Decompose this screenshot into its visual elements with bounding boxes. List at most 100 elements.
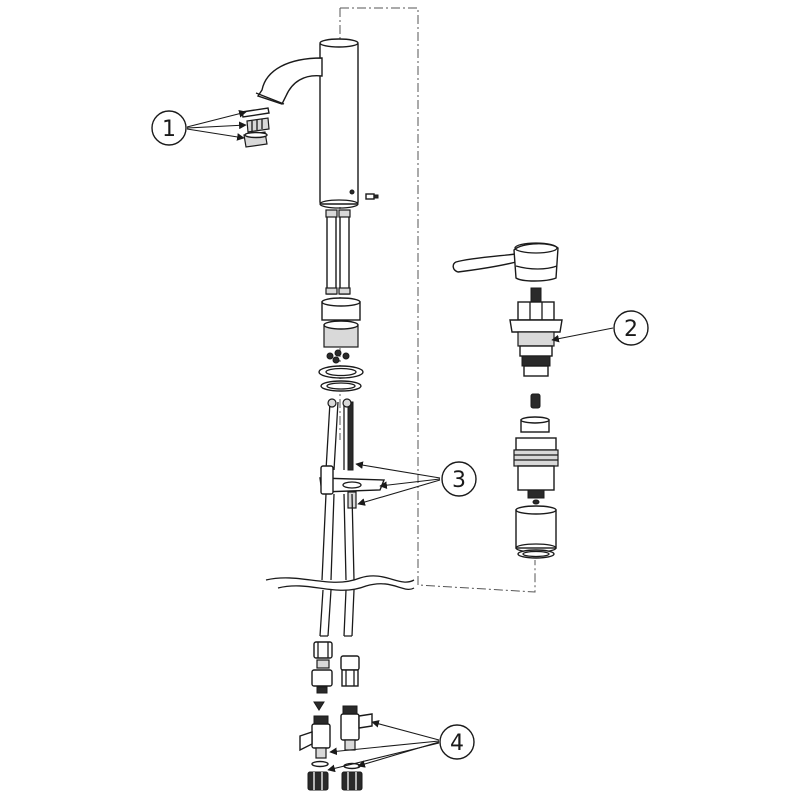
hose-left-upper	[325, 401, 339, 471]
callout-4-circle	[439, 724, 475, 760]
aerator-set	[241, 107, 270, 148]
connector-body-left	[311, 669, 333, 687]
callout-3-circle	[441, 461, 477, 497]
spout-tubes	[325, 209, 351, 295]
callout-3: 3	[441, 461, 477, 497]
body-thread-lines	[514, 454, 558, 461]
valve-body-parts	[513, 393, 559, 505]
connector-nut-left-flats	[317, 642, 329, 658]
callout-1: 1	[151, 110, 187, 146]
hose-connectors	[311, 641, 360, 711]
valve-right-top	[342, 705, 358, 715]
base-parts	[318, 297, 364, 392]
callout-1-label: 1	[162, 117, 176, 142]
base-gasket-inner	[325, 367, 357, 377]
valve-left-adapter	[307, 771, 329, 791]
cartridge-upper-body	[517, 331, 555, 347]
valve-left-outlet	[315, 747, 327, 759]
aerator-insert-ribs	[251, 119, 263, 131]
valve-right-handle	[358, 713, 373, 729]
hose-right-mid	[343, 493, 355, 581]
filter-strainer	[313, 701, 325, 711]
outer-sleeve	[515, 509, 557, 549]
base-screw	[334, 349, 342, 357]
connector-olive-left	[316, 659, 330, 669]
cartridge-seal	[521, 355, 551, 367]
spout-tube-right	[339, 211, 350, 295]
spout-body	[319, 41, 359, 205]
base-o-ring-inner	[326, 382, 356, 390]
lever-hub	[513, 243, 559, 282]
valve-left-handle	[299, 731, 313, 752]
cartridge-flange	[509, 319, 563, 333]
base-screw	[342, 352, 350, 360]
connector-tail-left	[316, 686, 328, 694]
connector-nut-left	[313, 641, 333, 659]
set-screw-head	[373, 194, 379, 199]
lever-arm	[452, 253, 517, 273]
supply-hoses	[265, 398, 415, 637]
callout-3-label: 3	[452, 468, 466, 493]
spout-arm	[256, 57, 323, 105]
threaded-rod	[347, 401, 354, 471]
aerator-housing-top	[244, 131, 268, 139]
base-collar-top	[321, 297, 361, 307]
body-top-ring	[515, 437, 557, 451]
leader-3b	[379, 478, 441, 490]
spout-outlet-edge	[255, 92, 285, 105]
body-outlet	[527, 489, 545, 499]
lever-hub-top	[514, 242, 558, 254]
sleeve-o-ring-inner	[522, 550, 550, 558]
hose-left-tip	[327, 398, 337, 408]
thermostatic-cartridge	[509, 287, 563, 377]
hose-right-lower	[343, 589, 355, 637]
leader-1a	[186, 109, 247, 128]
cartridge-head-ribs	[529, 302, 543, 320]
leader-2	[551, 327, 614, 343]
leader-3c	[357, 479, 441, 506]
leader-4b	[329, 740, 440, 756]
spout-tube-left-cap	[325, 209, 338, 218]
stop-valves	[299, 705, 373, 791]
hose-right-tip	[342, 398, 352, 408]
retaining-bolt	[530, 393, 541, 409]
set-screw	[365, 193, 379, 200]
base-screw	[332, 356, 340, 364]
cartridge-base	[523, 365, 549, 377]
base-screws	[326, 349, 350, 364]
connector-body-right	[341, 669, 359, 687]
leader-3a	[355, 461, 441, 479]
lever-hub-band	[515, 265, 558, 270]
base-screw	[326, 352, 334, 360]
cartridge-spindle	[530, 287, 542, 303]
callout-2-label: 2	[624, 317, 638, 342]
assembly-boundary-dashed	[339, 7, 536, 593]
leader-1c	[186, 128, 245, 141]
callout-4: 4	[439, 724, 475, 760]
base-threaded-ring-top	[323, 320, 359, 330]
callout-leaders	[186, 109, 614, 773]
hose-left-mid	[321, 493, 335, 581]
break-line-upper	[265, 575, 415, 583]
spout-bottom	[319, 199, 359, 209]
callout-4-label: 4	[450, 731, 464, 756]
leader-1b	[186, 121, 247, 130]
mounting-clamp	[320, 465, 334, 495]
valve-left-washer	[311, 760, 329, 768]
outer-sleeve-top	[515, 505, 557, 515]
leader-4a	[371, 720, 440, 741]
spout-tube-left-end	[325, 287, 338, 295]
valve-adapter-flats	[313, 772, 357, 790]
body-outlet-tip	[532, 499, 540, 505]
valve-left-top	[313, 715, 329, 725]
aerator-insert	[246, 117, 270, 133]
connector-nut-right	[340, 655, 360, 671]
spout-tube-right-cap	[338, 209, 351, 218]
callout-2: 2	[613, 310, 649, 346]
valve-right-outlet	[344, 739, 356, 751]
spout-assembly	[255, 38, 379, 209]
valve-right-adapter	[341, 771, 363, 791]
spout-top	[319, 38, 359, 48]
